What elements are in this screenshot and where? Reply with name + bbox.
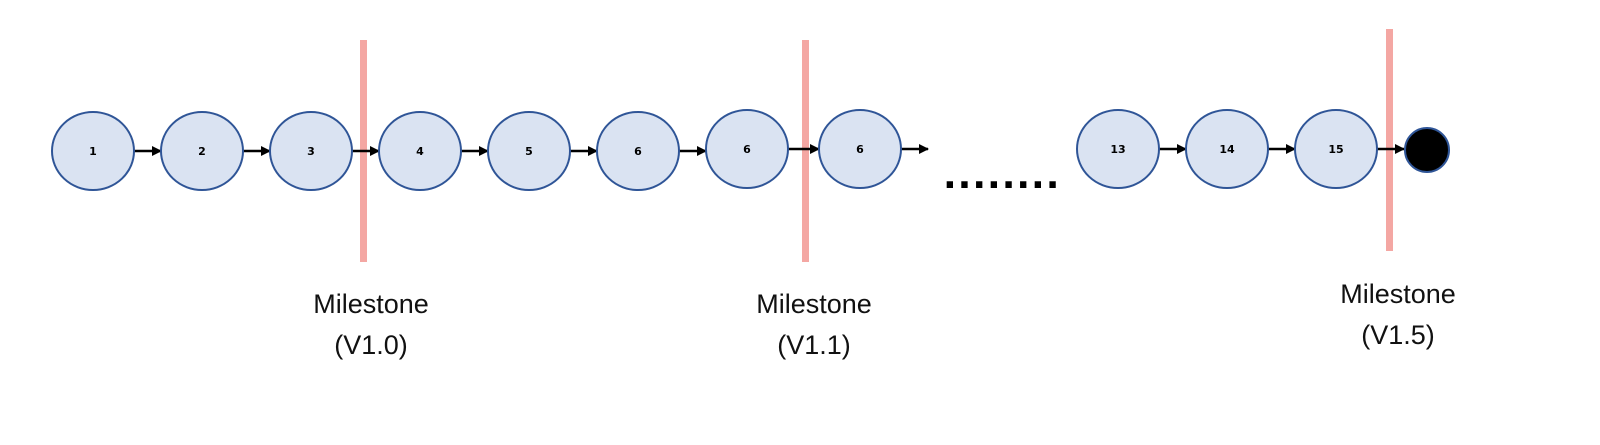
timeline-node: 4 [378, 111, 462, 191]
milestone-2-version: (V1.1) [777, 330, 851, 360]
timeline-node: 5 [487, 111, 571, 191]
node-circle [1076, 109, 1160, 189]
node-label: 2 [198, 145, 206, 158]
node-label: 4 [416, 145, 424, 158]
node-circle [269, 111, 353, 191]
timeline-node: 15 [1294, 109, 1378, 189]
timeline-node: 14 [1185, 109, 1269, 189]
end-node [1404, 127, 1450, 173]
milestone-line-2 [802, 40, 809, 262]
milestone-2-title: Milestone [756, 289, 872, 319]
milestone-3-title: Milestone [1340, 279, 1456, 309]
milestone-line-3 [1386, 29, 1393, 251]
node-circle [1185, 109, 1269, 189]
node-circle [1294, 109, 1378, 189]
milestone-1-title: Milestone [313, 289, 429, 319]
node-circle [705, 109, 789, 189]
timeline-node: 3 [269, 111, 353, 191]
node-label: 6 [856, 143, 864, 156]
milestone-1-version: (V1.0) [334, 330, 408, 360]
node-label: 13 [1110, 143, 1125, 156]
node-label: 3 [307, 145, 315, 158]
timeline-node: 13 [1076, 109, 1160, 189]
node-label: 6 [743, 143, 751, 156]
node-label: 6 [634, 145, 642, 158]
node-circle [378, 111, 462, 191]
node-circle [818, 109, 902, 189]
ellipsis: ........ [943, 156, 1060, 197]
node-label: 1 [89, 145, 97, 158]
node-label: 15 [1328, 143, 1343, 156]
node-label: 5 [525, 145, 533, 158]
node-circle [51, 111, 135, 191]
timeline-node: 1 [51, 111, 135, 191]
timeline-node: 6 [705, 109, 789, 189]
node-circle [596, 111, 680, 191]
timeline-node: 6 [818, 109, 902, 189]
node-circle [487, 111, 571, 191]
node-label: 14 [1219, 143, 1235, 156]
node-circle [160, 111, 244, 191]
timeline-node: 2 [160, 111, 244, 191]
milestone-3-version: (V1.5) [1361, 320, 1435, 350]
timeline-node: 6 [596, 111, 680, 191]
